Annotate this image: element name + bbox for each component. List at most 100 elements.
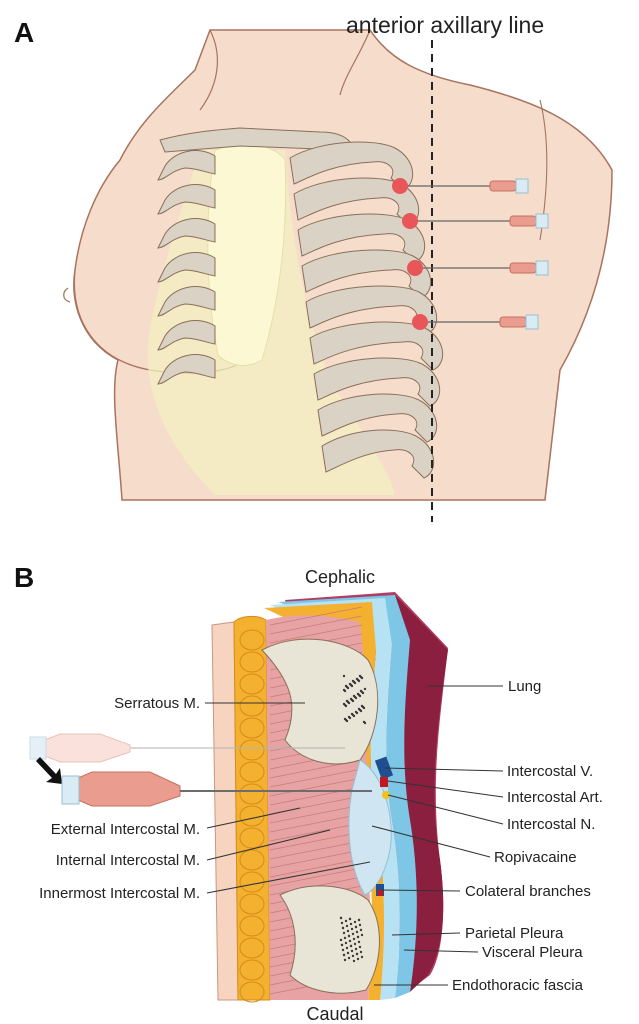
label-external-intercostal: External Intercostal M. xyxy=(51,821,200,838)
label-lung: Lung xyxy=(508,678,541,695)
label-parietal-pleura: Parietal Pleura xyxy=(465,925,564,942)
panel-a-letter: A xyxy=(14,17,34,48)
marrow-dot xyxy=(342,949,344,951)
panel-b-letter: B xyxy=(14,562,34,593)
label-innermost-intercostal: Innermost Intercostal M. xyxy=(39,885,200,902)
marrow-dot xyxy=(352,933,354,935)
marrow-dot xyxy=(342,927,344,929)
marrow-dot xyxy=(354,943,356,945)
marrow-dot xyxy=(363,721,365,723)
marrow-dot xyxy=(343,954,345,956)
marrow-dot xyxy=(359,675,361,677)
needle-cap xyxy=(536,214,548,228)
marrow-dot xyxy=(354,921,356,923)
marrow-dot xyxy=(344,718,346,720)
marrow-dot xyxy=(358,919,360,921)
marrow-dot xyxy=(361,934,363,936)
label-intercostal-vein: Intercostal V. xyxy=(507,763,593,780)
marrow-dot xyxy=(348,716,350,718)
marrow-dot xyxy=(364,688,366,690)
needle-hub xyxy=(490,181,516,191)
marrow-dot xyxy=(357,958,359,960)
label-internal-intercostal: Internal Intercostal M. xyxy=(56,852,200,869)
marrow-dot xyxy=(352,680,354,682)
marrow-dot xyxy=(351,928,353,930)
needle-cap xyxy=(536,261,548,275)
needle-hub xyxy=(510,216,536,226)
label-intercostal-artery: Intercostal Art. xyxy=(507,789,603,806)
marrow-dot xyxy=(360,951,362,953)
lower-rib xyxy=(280,886,379,993)
marrow-dot xyxy=(341,944,343,946)
marrow-dot xyxy=(340,917,342,919)
marrow-dot xyxy=(347,952,349,954)
intercostal-artery xyxy=(380,777,388,787)
marrow-dot xyxy=(357,936,359,938)
marrow-dot xyxy=(356,931,358,933)
label-visceral-pleura: Visceral Pleura xyxy=(482,944,583,961)
needle-cap xyxy=(516,179,528,193)
marrow-dot xyxy=(353,960,355,962)
nipple xyxy=(64,288,70,302)
marrow-dot xyxy=(346,700,348,702)
collateral-branches-artery xyxy=(378,890,383,896)
marrow-dot xyxy=(359,924,361,926)
needle-cap xyxy=(526,315,538,329)
marrow-dot xyxy=(361,705,363,707)
marrow-dot xyxy=(357,693,359,695)
marrow-dot xyxy=(360,929,362,931)
marrow-dot xyxy=(360,690,362,692)
anterior-axillary-line-label: anterior axillary line xyxy=(346,12,544,38)
marrow-dot xyxy=(345,920,347,922)
marrow-dot xyxy=(347,930,349,932)
marrow-dot xyxy=(355,926,357,928)
marrow-dot xyxy=(343,932,345,934)
label-endothoracic-fascia: Endothoracic fascia xyxy=(452,977,584,994)
marrow-dot xyxy=(349,683,351,685)
marrow-dot xyxy=(353,695,355,697)
marrow-dot xyxy=(350,698,352,700)
marrow-dot xyxy=(356,678,358,680)
marrow-dot xyxy=(343,689,345,691)
marrow-dot xyxy=(355,711,357,713)
panel-a: A anterior axillary line xyxy=(14,12,612,522)
marrow-dot xyxy=(343,703,345,705)
marrow-dot xyxy=(345,942,347,944)
marrow-dot xyxy=(346,947,348,949)
needle-hub xyxy=(510,263,536,273)
marrow-dot xyxy=(359,946,361,948)
needle-hub xyxy=(500,317,526,327)
marrow-dot xyxy=(348,957,350,959)
panel-b: B Cephalic Caudal xyxy=(14,562,603,1024)
label-intercostal-nerve: Intercostal N. xyxy=(507,816,595,833)
injection-point xyxy=(412,314,428,330)
marrow-dot xyxy=(349,940,351,942)
marrow-dot xyxy=(348,935,350,937)
label-ropivacaine: Ropivacaine xyxy=(494,849,577,866)
marrow-dot xyxy=(351,713,353,715)
marrow-dot xyxy=(355,948,357,950)
marrow-dot xyxy=(341,922,343,924)
marrow-dot xyxy=(351,950,353,952)
marrow-dot xyxy=(358,941,360,943)
marrow-dot xyxy=(353,938,355,940)
injection-point xyxy=(402,213,418,229)
marrow-dot xyxy=(340,939,342,941)
marrow-dot xyxy=(361,956,363,958)
marrow-dot xyxy=(344,937,346,939)
marrow-dot xyxy=(344,959,346,961)
marrow-dot xyxy=(349,918,351,920)
marrow-dot xyxy=(345,685,347,687)
marrow-dot xyxy=(356,953,358,955)
label-serratous: Serratous M. xyxy=(114,695,200,712)
marrow-dot xyxy=(343,675,345,677)
injection-point xyxy=(392,178,408,194)
injection-point xyxy=(407,260,423,276)
marrow-dot xyxy=(350,945,352,947)
marrow-dot xyxy=(350,923,352,925)
marrow-dot xyxy=(352,955,354,957)
marrow-dot xyxy=(346,925,348,927)
marrow-dot xyxy=(358,708,360,710)
label-collateral-branches: Colateral branches xyxy=(465,883,591,900)
